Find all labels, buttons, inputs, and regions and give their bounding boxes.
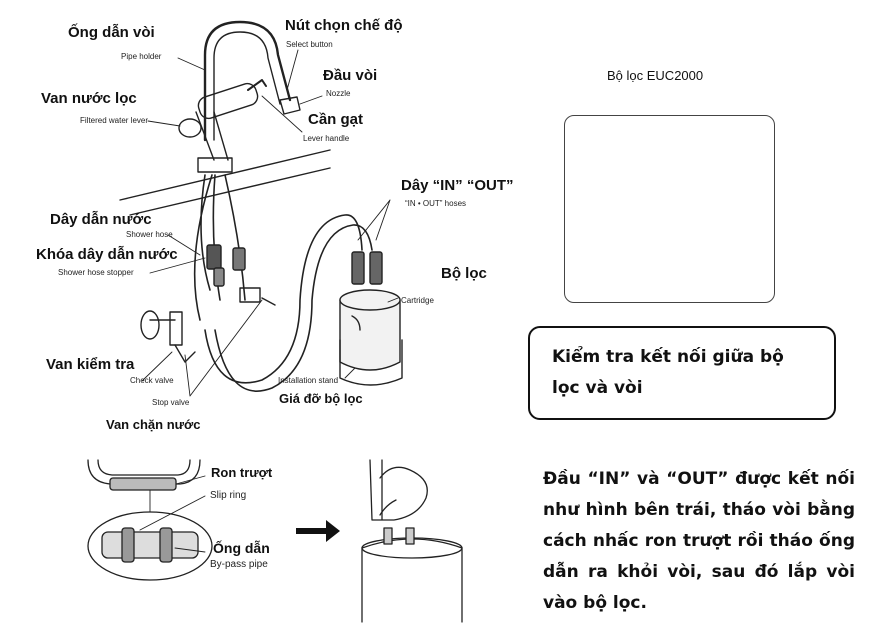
- filter-top: [361, 538, 463, 623]
- nozzle: [279, 96, 301, 115]
- check-valve: [174, 344, 196, 363]
- label-slip-ring: Ron trượt: [211, 465, 273, 480]
- label-bypass-pipe-en: By-pass pipe: [210, 559, 268, 570]
- lever-handle: [247, 79, 267, 91]
- label-select-button-en: Select button: [286, 40, 333, 49]
- slip-ring: [109, 477, 177, 491]
- stop-valve-left: [149, 311, 183, 346]
- label-shower-hose-en: Shower hose: [126, 230, 173, 239]
- out-connector: [369, 251, 383, 285]
- product-image-frame: [564, 115, 775, 303]
- countertop: [119, 149, 331, 216]
- label-nozzle-en: Nozzle: [326, 89, 351, 98]
- faucet-body: [197, 82, 259, 120]
- faucet-gooseneck: [203, 20, 292, 142]
- label-stop-valve-en: Stop valve: [152, 398, 190, 407]
- label-cartridge: Bộ lọc: [441, 265, 487, 282]
- label-lever-handle: Cần gạt: [308, 111, 364, 128]
- label-hose-stopper: Khóa dây dẫn nước: [36, 246, 178, 263]
- instructions-text: Đầu “IN” và “OUT” được kết nối như hình …: [543, 469, 855, 613]
- arrow-icon: [296, 520, 340, 542]
- label-in-out-hoses: Dây “IN” “OUT”: [401, 177, 514, 194]
- installation-stand: [339, 339, 403, 386]
- label-check-valve: Van kiểm tra: [46, 356, 135, 373]
- label-installation-stand-en: Installation stand: [278, 376, 339, 385]
- label-check-valve-en: Check valve: [130, 376, 174, 385]
- label-pipe-holder-en: Pipe holder: [121, 52, 162, 61]
- hose-stopper: [206, 244, 222, 270]
- label-cartridge-en: Cartridge: [401, 296, 434, 305]
- label-stop-valve: Van chặn nước: [106, 417, 201, 432]
- hand-icon: [369, 459, 428, 521]
- callout-box: Kiểm tra kết nối giữa bộ lọc và vòi: [528, 326, 836, 420]
- product-title: Bộ lọc EUC2000: [607, 68, 704, 83]
- label-shower-hose: Dây dẫn nước: [50, 211, 152, 228]
- faucet-base: [197, 157, 233, 173]
- label-filtered-water-lever-en: Filtered water lever: [80, 116, 149, 125]
- label-bypass-pipe: Ống dẫn: [213, 540, 270, 556]
- label-filtered-water-lever: Van nước lọc: [41, 90, 137, 107]
- filtered-water-lever: [178, 118, 202, 138]
- label-hose-stopper-en: Shower hose stopper: [58, 268, 134, 277]
- label-slip-ring-en: Slip ring: [210, 490, 247, 501]
- label-lever-handle-en: Lever handle: [303, 134, 350, 143]
- label-nozzle: Đầu vòi: [323, 67, 378, 84]
- label-in-out-hoses-en: “IN • OUT” hoses: [405, 199, 467, 208]
- in-out-hoses: [204, 214, 363, 384]
- in-connector: [351, 251, 365, 285]
- shower-hoses: [193, 174, 246, 321]
- label-installation-stand: Giá đỡ bộ lọc: [279, 391, 363, 406]
- label-pipe-holder: Ống dẫn vòi: [68, 24, 155, 41]
- label-select-button: Nút chọn chế độ: [285, 17, 403, 34]
